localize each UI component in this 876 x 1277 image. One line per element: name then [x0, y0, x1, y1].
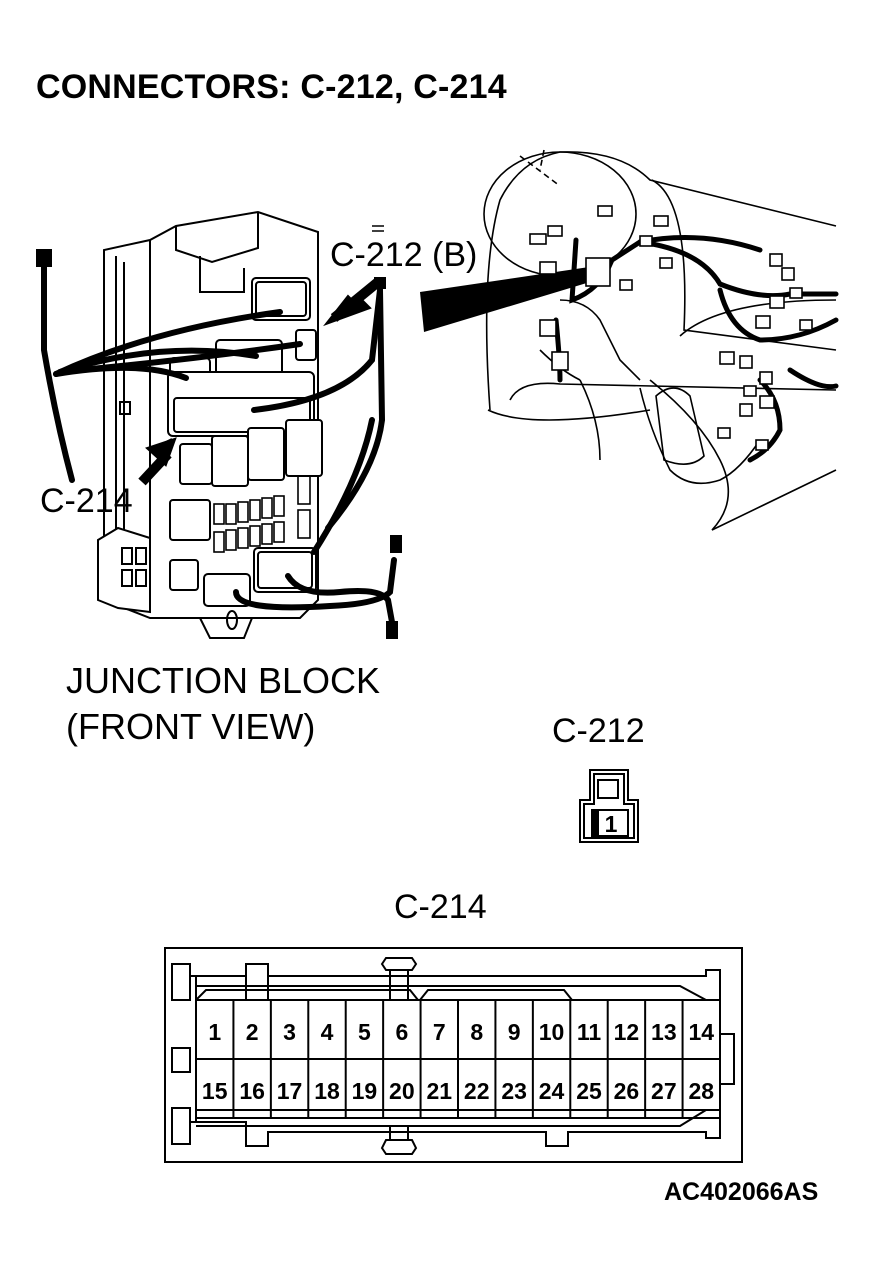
c214-connector-face: [164, 947, 743, 1163]
c214-pin: 10: [539, 1019, 565, 1045]
c214-callout-label: C-214: [40, 482, 133, 520]
c214-pin: 13: [651, 1019, 677, 1045]
c214-pin: 14: [688, 1019, 714, 1045]
c214-pin: 22: [464, 1078, 490, 1104]
c214-pin: 2: [246, 1019, 259, 1045]
c214-pin: 23: [501, 1078, 527, 1104]
c214-pin: 26: [614, 1078, 640, 1104]
c212-callout-label: C-212 (B): [330, 236, 478, 274]
c212-connector-face: [579, 769, 639, 843]
c214-pin: 18: [314, 1078, 340, 1104]
c214-pin: 27: [651, 1078, 677, 1104]
junction-block-label: JUNCTION BLOCK: [66, 660, 381, 701]
c214-pin: 9: [508, 1019, 521, 1045]
c214-pin: 12: [614, 1019, 640, 1045]
c214-pin: 16: [239, 1078, 265, 1104]
c214-pin: 21: [426, 1078, 452, 1104]
diagram-title: CONNECTORS: C-212, C-214: [36, 68, 507, 106]
c214-pin: 7: [433, 1019, 446, 1045]
c214-pin: 15: [202, 1078, 228, 1104]
c214-pin: 8: [470, 1019, 483, 1045]
c214-pin: 19: [352, 1078, 378, 1104]
c214-pin: 24: [539, 1078, 565, 1104]
c214-pin: 3: [283, 1019, 296, 1045]
c212-header: C-212: [552, 712, 645, 750]
dashboard-connectors: [529, 205, 813, 451]
c214-pin: 25: [576, 1078, 602, 1104]
figure-code: AC402066AS: [664, 1178, 819, 1206]
c214-pin: 1: [208, 1019, 221, 1045]
c214-pin: 20: [389, 1078, 415, 1104]
junction-block-view-label: (FRONT VIEW): [66, 706, 316, 747]
c214-pin: 6: [395, 1019, 408, 1045]
c214-pin: 11: [577, 1019, 602, 1045]
c214-pin: 4: [321, 1019, 334, 1045]
c214-header: C-214: [394, 888, 487, 926]
c214-pin: 5: [358, 1019, 371, 1045]
junction-block-wires: [41, 259, 397, 625]
locator-wedge: [420, 266, 596, 332]
callout-arrows: [138, 278, 382, 486]
c214-pin: 28: [688, 1078, 714, 1104]
c214-pin: 17: [277, 1078, 303, 1104]
